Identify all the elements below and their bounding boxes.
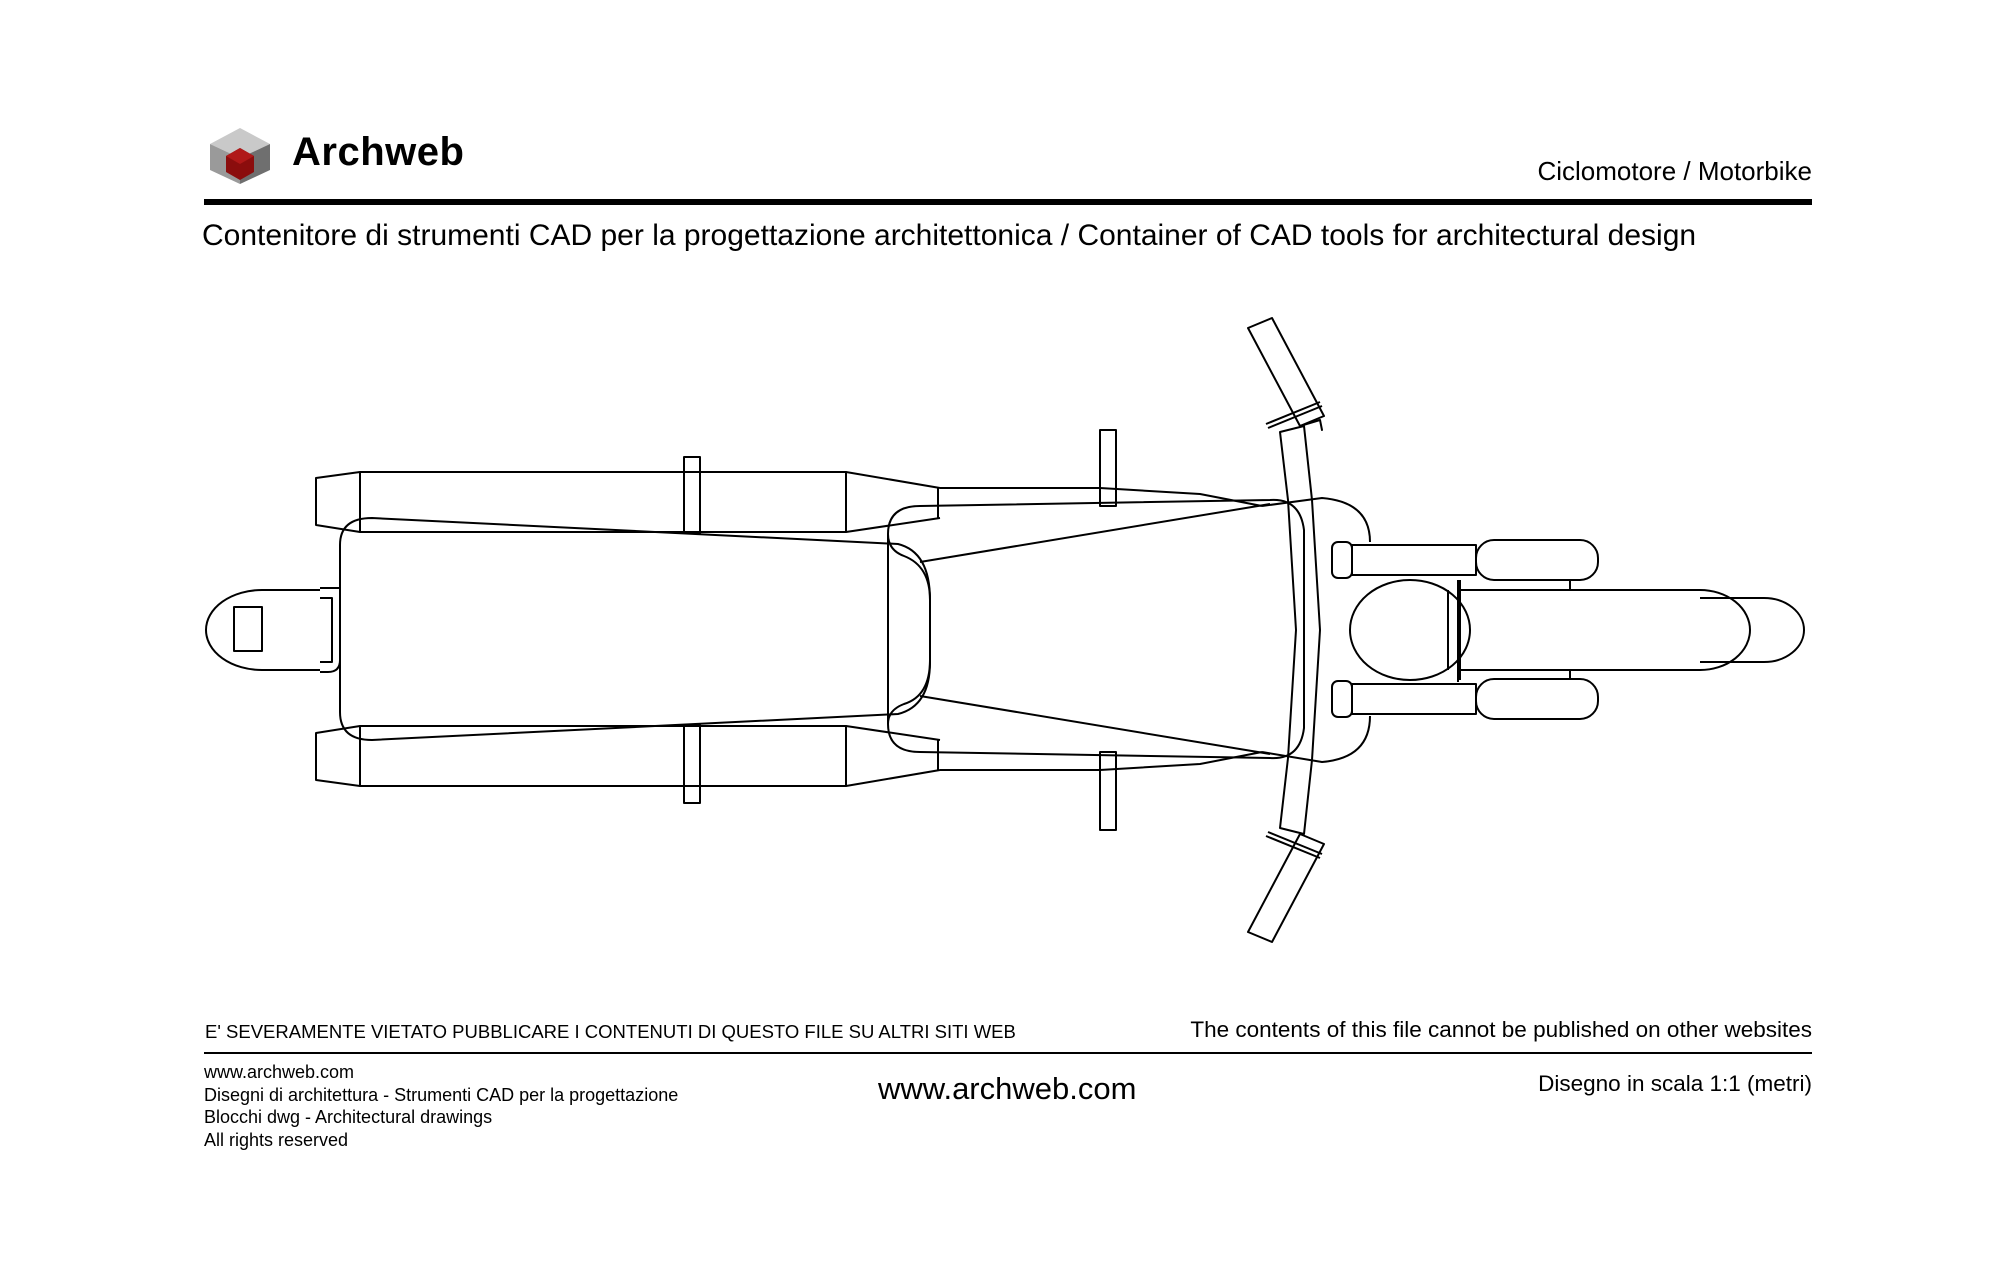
archweb-cube-logo-icon [210, 128, 270, 184]
footer-info: www.archweb.com Disegni di architettura … [204, 1061, 678, 1151]
copyright-warning-english: The contents of this file cannot be publ… [1190, 1017, 1812, 1042]
brand-name: Archweb [292, 130, 465, 174]
rear-tail-light [205, 587, 341, 673]
exhaust-bottom [315, 725, 941, 787]
seat [339, 517, 931, 741]
document-title: Ciclomotore / Motorbike [1537, 156, 1812, 186]
footer-info-line: All rights reserved [204, 1129, 349, 1150]
fuel-tank [887, 498, 1305, 760]
footer-info-line: Blocchi dwg - Architectural drawings [204, 1107, 493, 1127]
rear-footpeg-top [683, 456, 701, 534]
fork-bottom [1331, 678, 1599, 720]
frame [937, 487, 1263, 771]
drawing-scale: Disegno in scala 1:1 (metri) [1538, 1071, 1812, 1096]
footer-info-line: Disegni di architettura - Strumenti CAD … [204, 1084, 679, 1105]
front-wheel [1459, 580, 1805, 680]
copyright-warning-italian: E' SEVERAMENTE VIETATO PUBBLICARE I CONT… [205, 1021, 1016, 1042]
headlight [1349, 579, 1471, 682]
front-footpeg-top [1099, 429, 1117, 507]
front-footpeg-bottom [1099, 751, 1117, 831]
exhaust-top [315, 471, 941, 533]
page-subtitle: Contenitore di strumenti CAD per la prog… [202, 219, 1697, 252]
headlight-housing [1261, 497, 1371, 763]
header-divider [204, 199, 1812, 205]
footer-info-line: www.archweb.com [204, 1062, 355, 1082]
site-url: www.archweb.com [878, 1071, 1137, 1106]
footer-divider [204, 1052, 1812, 1054]
fork-top [1331, 539, 1599, 581]
rear-footpeg-bottom [683, 724, 701, 804]
handlebar [1247, 317, 1325, 943]
